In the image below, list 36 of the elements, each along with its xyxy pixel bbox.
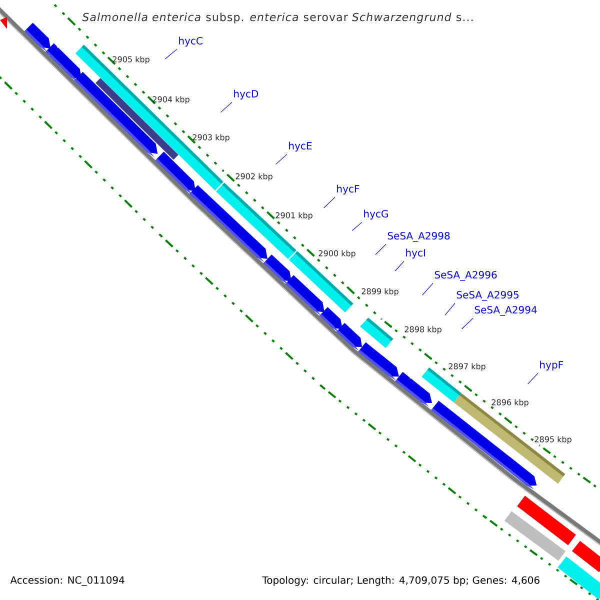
leader-line [422,282,434,296]
gene-label: SeSA_A2994 [474,306,537,316]
footer-text: Accession: NC_011094 [10,576,124,586]
gene-label: SeSA_A2995 [456,290,518,301]
gene-label: SeSA_A2998 [388,232,450,242]
scale-label: 2897 kbp [448,363,486,371]
scale-label: 2901 kbp [276,212,312,220]
gene-label: hycD [234,90,258,100]
leader-line [164,48,178,60]
gene-label: hycI [406,248,425,258]
gene-label: SeSA_A2996 [434,270,497,281]
leader-line [323,196,336,208]
title: Salmonella enterica subsp. enterica serovar Schwarzengrund s... [82,12,473,24]
leader-line [444,302,456,316]
leader-line [352,222,362,231]
leader-line [394,260,404,272]
leader-line [528,372,538,384]
gene-label: hycF [337,184,360,194]
gene-label: hycC [179,36,202,46]
scale-label: 2900 kbp [318,250,356,258]
leader-line [220,102,232,113]
footer-text: Topology: circular; Length: 4,709,075 bp; Genes: 4,606 [262,576,540,586]
gene-label: hycG [364,210,388,220]
scale-label: 2903 kbp [192,134,230,142]
scale-label: 2904 kbp [152,96,190,104]
scale-label: 2896 kbp [492,399,528,407]
leader-line [375,244,386,255]
leader-line [461,318,474,330]
gene-label: hypF [540,360,563,370]
scale-label: 2898 kbp [404,326,442,334]
scale-label: 2899 kbp [362,288,398,296]
scale-label: 2905 kbp [112,56,150,64]
gene-label: hycE [289,142,312,152]
leader-line [275,154,288,165]
scale-label: 2895 kbp [534,436,572,444]
scale-label: 2902 kbp [236,173,272,181]
